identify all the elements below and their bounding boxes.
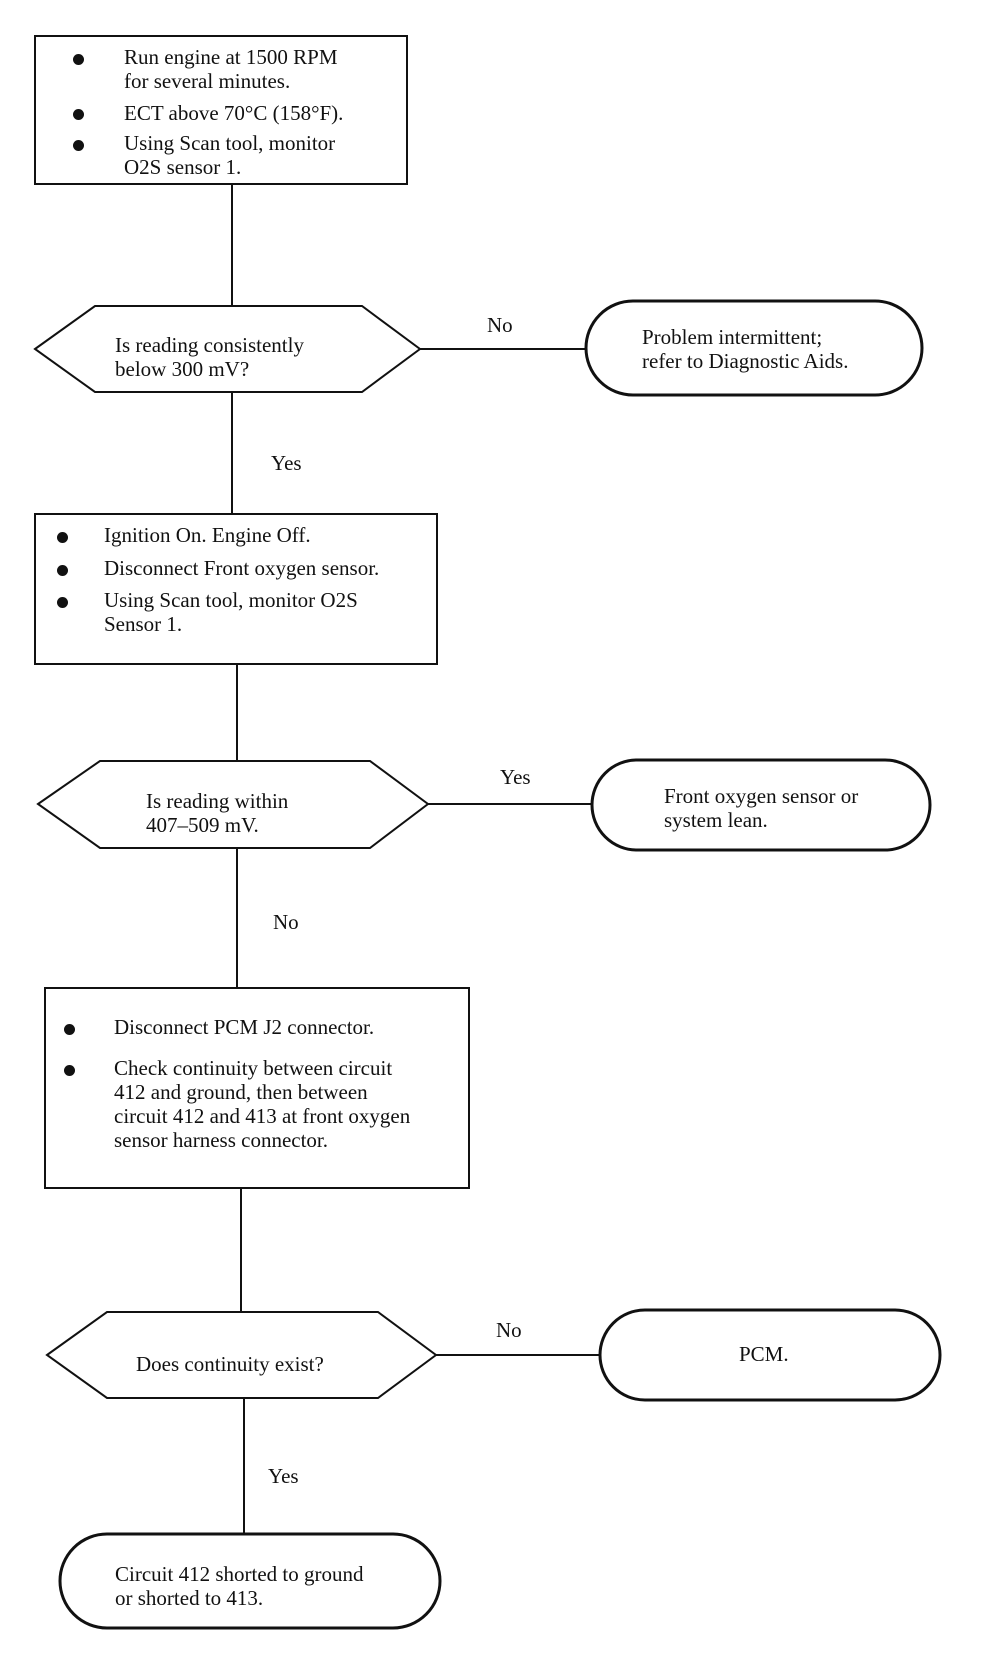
- decision1-yes-label: Yes: [271, 451, 302, 475]
- terminal1-text: Problem intermittent; refer to Diagnosti…: [642, 325, 849, 373]
- decision2-no-label: No: [273, 910, 299, 934]
- step-box-3: [44, 987, 470, 1189]
- decision2-yes-label: Yes: [500, 765, 531, 789]
- decision3-no-label: No: [496, 1318, 522, 1342]
- bullet-icon: [73, 109, 84, 120]
- terminal-2: [590, 758, 932, 852]
- bullet-icon: [64, 1065, 75, 1076]
- terminal4-text: Circuit 412 shorted to ground or shorted…: [115, 1562, 364, 1610]
- step-box-1: [34, 35, 408, 185]
- bullet-icon: [73, 140, 84, 151]
- box3-item-2: Check continuity between circuit 412 and…: [114, 1056, 411, 1152]
- terminal-1: [584, 299, 924, 397]
- bullet-icon: [57, 565, 68, 576]
- decision2-text: Is reading within 407–509 mV.: [146, 789, 289, 837]
- decision3-yes-label: Yes: [268, 1464, 299, 1488]
- box1-item-2: ECT above 70°C (158°F).: [124, 101, 344, 125]
- box2-item-2: Disconnect Front oxygen sensor.: [104, 556, 380, 580]
- bullet-icon: [57, 597, 68, 608]
- bullet-icon: [73, 54, 84, 65]
- decision1-text: Is reading consistently below 300 mV?: [115, 333, 304, 381]
- terminal-4: [58, 1532, 442, 1630]
- decision1-no-label: No: [487, 313, 513, 337]
- terminal-3: [598, 1308, 942, 1402]
- box2-item-1: Ignition On. Engine Off.: [104, 523, 311, 547]
- terminal3-text: PCM.: [739, 1342, 789, 1366]
- box1-item-1: Run engine at 1500 RPM for several minut…: [124, 45, 338, 93]
- bullet-icon: [64, 1024, 75, 1035]
- decision3-text: Does continuity exist?: [136, 1352, 324, 1376]
- terminal2-text: Front oxygen sensor or system lean.: [664, 784, 859, 832]
- box3-item-1: Disconnect PCM J2 connector.: [114, 1015, 375, 1039]
- box2-item-3: Using Scan tool, monitor O2S Sensor 1.: [104, 588, 358, 636]
- bullet-icon: [57, 532, 68, 543]
- box1-item-3: Using Scan tool, monitor O2S sensor 1.: [124, 131, 336, 179]
